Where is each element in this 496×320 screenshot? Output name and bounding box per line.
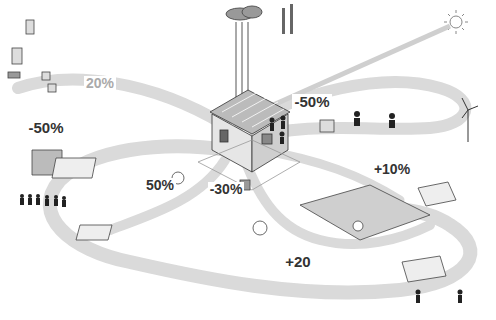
people-icons xyxy=(20,198,24,205)
percent-label: 50% xyxy=(144,178,176,193)
sun xyxy=(262,10,468,110)
people-icons xyxy=(270,118,275,123)
small-sketches xyxy=(300,185,430,240)
percent-label: -50% xyxy=(26,120,65,137)
percent-label: -50% xyxy=(292,94,331,111)
percent-label: 20% xyxy=(84,76,116,91)
people-icons xyxy=(458,295,462,303)
percent-label: +10% xyxy=(372,162,412,177)
rain-cloud xyxy=(282,8,285,34)
rain-cloud xyxy=(290,4,293,34)
people-icons xyxy=(54,199,58,206)
people-icons xyxy=(281,116,286,121)
people-icons xyxy=(62,200,66,207)
sun xyxy=(444,10,468,34)
people-icons xyxy=(458,290,463,295)
sun xyxy=(450,16,462,28)
small-sketches xyxy=(8,20,456,282)
small-sketches xyxy=(320,120,334,132)
people-icons xyxy=(45,199,49,206)
people-icons xyxy=(28,194,32,198)
people-icons xyxy=(354,118,360,126)
wind-turbine xyxy=(462,98,478,142)
people-icons xyxy=(20,111,463,303)
wind-turbine xyxy=(468,110,469,142)
house xyxy=(252,114,288,172)
people-icons xyxy=(54,195,58,199)
small-sketches xyxy=(12,48,22,64)
small-sketches xyxy=(42,72,50,80)
people-icons xyxy=(36,194,40,198)
people-icons xyxy=(354,111,360,117)
small-sketches xyxy=(52,158,96,178)
people-icons xyxy=(28,198,32,205)
people-icons xyxy=(270,123,274,131)
flow-band xyxy=(18,80,225,125)
flow-band xyxy=(18,80,470,293)
small-sketches xyxy=(76,225,112,240)
people-icons xyxy=(45,195,49,199)
people-icons xyxy=(416,295,420,303)
house xyxy=(212,114,252,172)
rain-cloud xyxy=(236,22,237,108)
house xyxy=(198,90,300,190)
house xyxy=(220,130,228,142)
flow-band xyxy=(50,146,471,292)
people-icons xyxy=(389,113,395,119)
people-icons xyxy=(280,132,285,137)
small-sketches xyxy=(8,72,20,78)
people-icons xyxy=(416,290,421,295)
percent-label: +20 xyxy=(283,254,312,271)
small-sketches xyxy=(48,84,56,92)
small-sketches xyxy=(26,20,34,34)
people-icons xyxy=(36,198,40,205)
small-sketches xyxy=(253,221,267,235)
sun xyxy=(262,26,450,110)
people-icons xyxy=(62,196,66,200)
rain-cloud xyxy=(226,4,293,108)
wind-turbine xyxy=(462,98,478,118)
people-icons xyxy=(280,137,284,144)
people-icons xyxy=(389,120,395,128)
rain-cloud xyxy=(242,6,262,18)
small-sketches xyxy=(353,221,363,231)
people-icons xyxy=(20,194,24,198)
small-sketches xyxy=(402,256,446,282)
small-sketches xyxy=(418,182,456,206)
house xyxy=(262,134,272,144)
people-icons xyxy=(281,121,285,129)
percent-label: -30% xyxy=(208,182,245,197)
